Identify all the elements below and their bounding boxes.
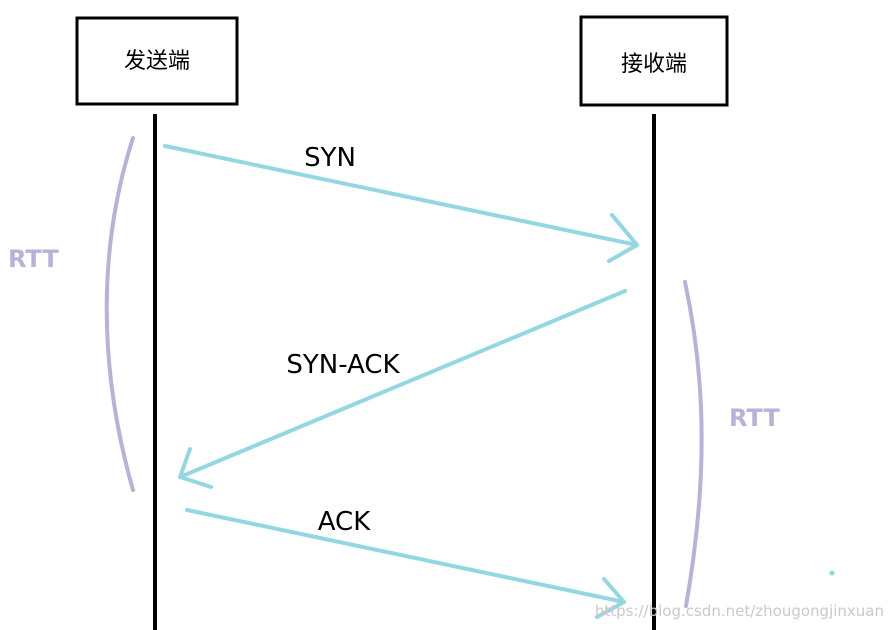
syn-ack-arrow-line [178, 289, 627, 479]
syn-arrow-line [163, 144, 639, 247]
stray-dot [829, 570, 835, 576]
sender-label: 发送端 [124, 49, 190, 74]
ack-arrow-line [185, 508, 626, 604]
message-syn: SYN [163, 143, 639, 263]
message-syn-ack: SYN-ACK [178, 289, 627, 489]
rtt-left-brace [104, 136, 135, 492]
sender-actor: 发送端 [75, 16, 239, 106]
rtt-left-label: RTT [8, 245, 59, 273]
syn-ack-arrowhead [178, 447, 213, 489]
receiver-box [579, 15, 729, 107]
syn-label: SYN [304, 143, 356, 173]
syn-arrowhead [607, 213, 639, 263]
sender-box [75, 16, 239, 106]
ack-arrowhead [595, 577, 626, 619]
watermark-text: https://blog.csdn.net/zhougongjinxuan [595, 602, 884, 620]
receiver-label: 接收端 [621, 52, 687, 77]
rtt-right-brace [683, 280, 704, 608]
receiver-actor: 接收端 [579, 15, 729, 107]
ack-label: ACK [318, 507, 371, 537]
message-ack: ACK [185, 507, 626, 619]
syn-ack-label: SYN-ACK [286, 350, 400, 380]
rtt-right-label: RTT [729, 404, 780, 432]
